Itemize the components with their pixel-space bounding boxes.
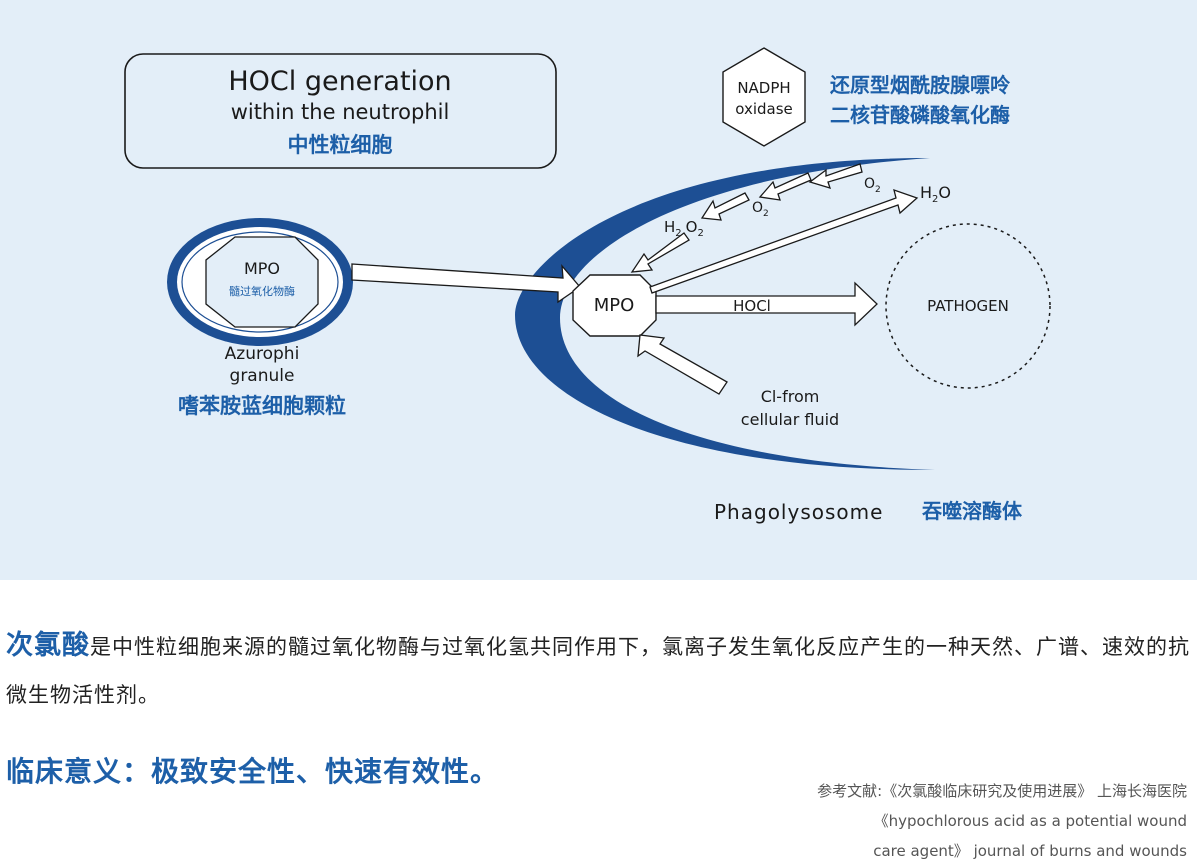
label-o2-a: O2	[864, 176, 881, 195]
pathogen-label: PATHOGEN	[927, 297, 1009, 315]
arrow-nadph-o2	[808, 163, 863, 189]
arrow-mpo-to-h2o	[649, 188, 919, 294]
arrow-o2-superoxide	[758, 172, 812, 201]
description-text: 是中性粒细胞来源的髓过氧化物酶与过氧化氢共同作用下，氯离子发生氧化反应产生的一种…	[6, 635, 1190, 707]
nadph-oxidase: NADPH oxidase 还原型烟酰胺腺嘌呤 二核苷酸磷酸氧化酶	[722, 47, 1011, 147]
phagolysosome-label: Phagolysosome	[714, 500, 883, 524]
reference-line1: 参考文献:《次氯酸临床研究及使用进展》 上海长海医院	[817, 782, 1187, 800]
reference-line3: care agent》 journal of burns and wounds	[873, 842, 1187, 860]
nadph-line2: oxidase	[735, 100, 793, 118]
label-cl-line1: Cl-from	[761, 387, 820, 406]
granule-label1: Azurophi	[225, 344, 300, 364]
phagolysosome-label-cn: 吞噬溶酶体	[922, 499, 1023, 523]
central-mpo: MPO	[572, 274, 657, 337]
granule-mpo: MPO	[244, 259, 280, 278]
label-cl-line2: cellular fluid	[741, 410, 839, 429]
title-line2: within the neutrophil	[231, 100, 450, 124]
pathogen: PATHOGEN	[885, 223, 1051, 389]
center-mpo-label: MPO	[594, 295, 635, 316]
azurophil-granule: MPO 髓过氧化物酶 Azurophi granule 嗜苯胺蓝细胞颗粒	[167, 218, 353, 418]
title-line1: HOCl generation	[228, 66, 451, 97]
description: 次氯酸是中性粒细胞来源的髓过氧化物酶与过氧化氢共同作用下，氯离子发生氧化反应产生…	[6, 622, 1191, 719]
arrow-granule-to-mpo	[351, 263, 581, 304]
label-hocl: HOCl	[733, 297, 771, 315]
granule-label2: granule	[230, 366, 295, 386]
clinical-significance: 临床意义：极致安全性、快速有效性。	[6, 755, 500, 788]
title-box: HOCl generation within the neutrophil 中性…	[124, 53, 557, 169]
references: 参考文献:《次氯酸临床研究及使用进展》 上海长海医院 《hypochlorous…	[817, 776, 1187, 866]
nadph-cn2: 二核苷酸磷酸氧化酶	[830, 103, 1010, 127]
hocl-diagram: HOCl generation within the neutrophil 中性…	[0, 0, 1197, 580]
reference-line2: 《hypochlorous acid as a potential wound	[873, 812, 1187, 830]
description-highlight: 次氯酸	[6, 630, 90, 661]
title-line3-cn: 中性粒细胞	[288, 133, 393, 157]
label-o2-b: O2	[752, 200, 769, 219]
nadph-cn1: 还原型烟酰胺腺嘌呤	[829, 73, 1011, 97]
arrow-superoxide-h2o2	[700, 192, 750, 221]
arrow-hocl	[655, 281, 878, 327]
nadph-line1: NADPH	[737, 79, 790, 97]
arrow-h2o2-mpo	[630, 232, 690, 273]
granule-mpo-cn: 髓过氧化物酶	[229, 284, 295, 298]
arrow-cl-to-mpo	[637, 334, 728, 395]
phagolysosome-membrane	[515, 158, 935, 470]
label-h2o: H2O	[920, 183, 951, 205]
granule-label-cn: 嗜苯胺蓝细胞颗粒	[178, 394, 346, 418]
